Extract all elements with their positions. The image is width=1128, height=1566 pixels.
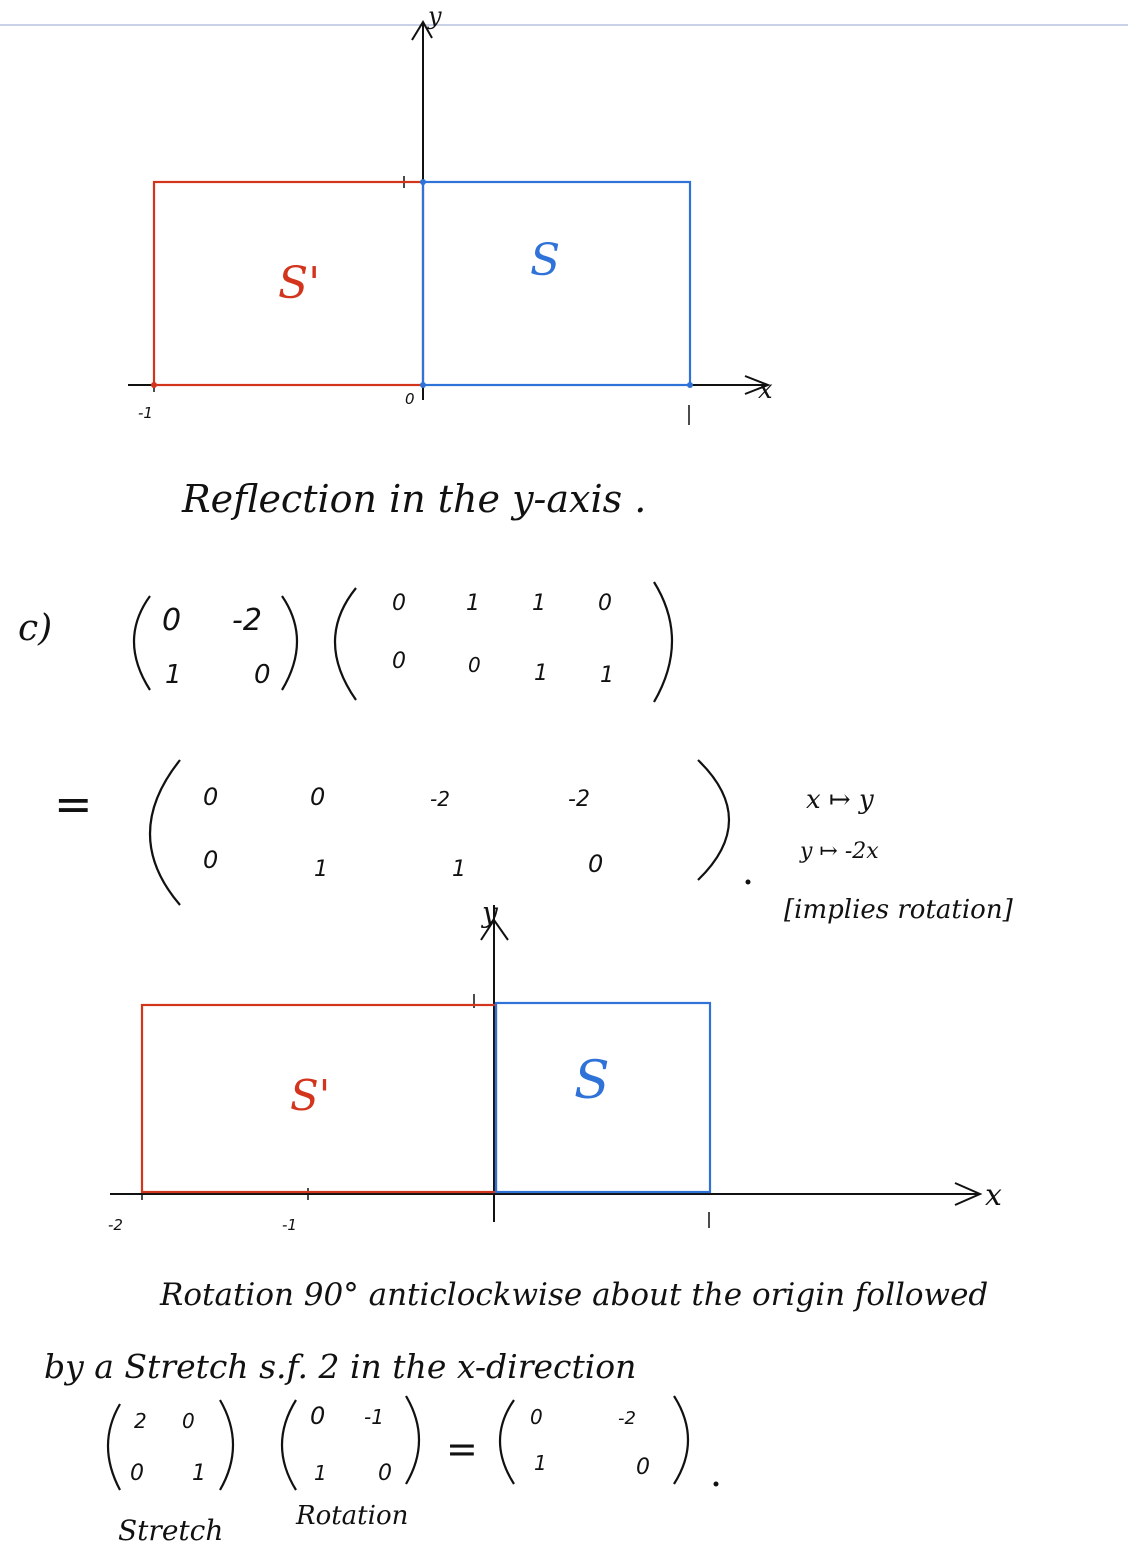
y-axis-label: y [480, 896, 499, 929]
graph-reflection: y x -1 0 1 1 S' S [128, 2, 773, 425]
stretch-cell: 2 [134, 1409, 147, 1433]
original-rectangle [421, 180, 692, 387]
rotation-caption-line2: by a Stretch s.f. 2 in the x-direction [44, 1347, 636, 1386]
matrix-b-cell: 0 [392, 649, 406, 674]
result-cell: 1 [314, 857, 328, 882]
matrix-b-cell: 1 [466, 591, 480, 616]
part-c-working: c) 0 -2 1 0 0 1 1 0 0 0 1 1 = 0 0 -2 -2 … [18, 581, 1014, 925]
corner-dot [420, 179, 426, 185]
matrix-b-cell: 0 [392, 591, 406, 616]
matrix-bracket-left [133, 595, 151, 691]
x-axis-arrowhead [744, 375, 771, 395]
matrix-bracket-left [281, 1399, 297, 1491]
tick-label-origin: 0 [405, 390, 415, 408]
matrix-b-cell: 0 [598, 591, 612, 616]
graph-rotation-stretch: y x -2 -1 1 1 S' S [108, 896, 1002, 1234]
x-axis-arrowhead [954, 1182, 983, 1206]
original-rectangle [494, 1001, 712, 1194]
shape-image-label: S' [278, 258, 320, 309]
full-stop [713, 1481, 719, 1487]
corner-dot [420, 382, 426, 388]
result-cell: 1 [534, 1451, 547, 1475]
tick-label-neg1: -1 [282, 1216, 297, 1234]
rotation-cell: 0 [310, 1402, 325, 1430]
map-y: y ↦ -2x [799, 839, 879, 864]
matrix-a-cell: 0 [162, 603, 181, 638]
stretch-cell: 0 [130, 1461, 144, 1486]
matrix-b-cell: 1 [532, 591, 546, 616]
stretch-label: Stretch [118, 1514, 223, 1547]
matrix-bracket-left [333, 587, 357, 701]
tick-label-neg1: -1 [138, 404, 153, 422]
equals-sign: = [54, 777, 93, 831]
matrix-a-cell: 0 [254, 660, 271, 690]
x-axis-label: x [985, 1178, 1002, 1213]
result-cell: 0 [588, 850, 603, 878]
equals-sign: = [446, 1427, 478, 1471]
y-axis-arrowhead [480, 918, 509, 941]
matrix-bracket-right [697, 759, 730, 881]
matrix-bracket-right [219, 1399, 235, 1491]
rotation-note: [implies rotation] [784, 895, 1014, 925]
rotation-caption-line1: Rotation 90° anticlockwise about the ori… [159, 1277, 988, 1313]
reflection-caption: Reflection in the y-axis . [181, 477, 646, 521]
matrix-b-cell: 1 [534, 661, 548, 686]
rotation-cell: 1 [314, 1461, 327, 1485]
result-cell: -2 [568, 787, 590, 812]
result-cell: 0 [310, 783, 325, 811]
matrix-bracket-left [106, 1403, 121, 1491]
shape-label: S [530, 235, 560, 286]
y-axis-label: y [427, 2, 442, 30]
result-cell: -2 [430, 787, 450, 811]
result-cell: 0 [530, 1405, 543, 1429]
result-cell: 0 [203, 783, 218, 811]
stretch-cell: 1 [192, 1461, 206, 1486]
shape-label: S [574, 1051, 610, 1111]
rotation-label: Rotation [295, 1501, 408, 1531]
stretch-cell: 0 [182, 1409, 195, 1433]
matrix-bracket-left [148, 759, 181, 906]
rotation-cell: 0 [378, 1461, 392, 1486]
matrix-a-cell: 1 [165, 660, 182, 690]
map-x: x ↦ y [806, 785, 874, 815]
result-cell: 0 [636, 1455, 650, 1480]
x-axis-label: x [758, 375, 773, 405]
tick-label-neg2: -2 [108, 1216, 123, 1234]
corner-dot [687, 382, 693, 388]
matrix-bracket-right [281, 595, 298, 691]
final-product: 2 0 0 1 0 -1 1 0 = 0 -2 1 0 Stretch Rota… [106, 1395, 719, 1547]
y-axis-arrowhead [411, 20, 433, 41]
result-cell: 1 [452, 857, 466, 882]
rotation-cell: -1 [364, 1405, 384, 1429]
matrix-bracket-right [405, 1395, 421, 1485]
matrix-b-cell: 0 [468, 653, 481, 677]
corner-dot [151, 382, 157, 388]
matrix-a-cell: -2 [232, 603, 262, 638]
result-cell: 0 [203, 846, 218, 874]
matrix-bracket-left [498, 1399, 515, 1485]
matrix-bracket-right [673, 1395, 690, 1485]
full-stop [745, 879, 751, 885]
matrix-bracket-right [653, 581, 674, 703]
matrix-b-cell: 1 [600, 663, 614, 688]
result-cell: -2 [618, 1408, 636, 1429]
shape-image-label: S' [290, 1071, 330, 1120]
part-label: c) [18, 608, 52, 649]
